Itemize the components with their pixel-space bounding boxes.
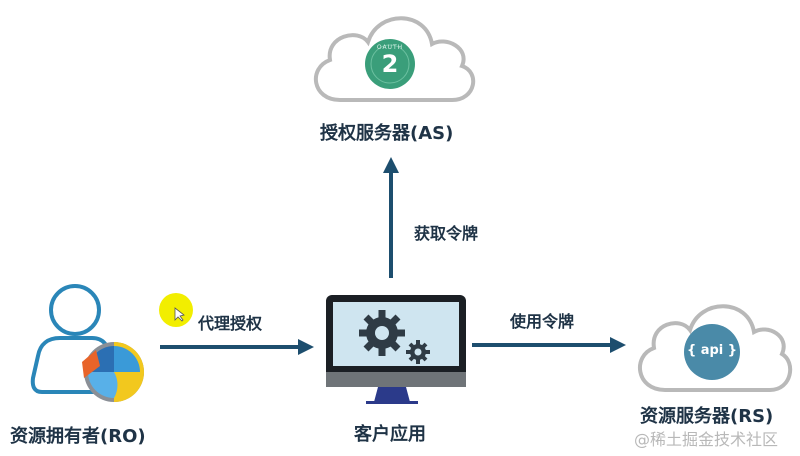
oauth-badge-top-text: OAUTH bbox=[376, 44, 404, 51]
api-badge-icon bbox=[684, 324, 740, 380]
api-badge-text: { api } bbox=[686, 343, 738, 358]
gears-icon bbox=[359, 310, 430, 364]
browser-icon bbox=[82, 342, 144, 402]
resource-owner-label: 资源拥有者(RO) bbox=[10, 426, 146, 447]
person-icon bbox=[30, 284, 119, 394]
mouse-pointer-icon bbox=[174, 307, 185, 322]
resource-server-label: 资源服务器(RS) bbox=[640, 406, 774, 427]
client-label: 客户应用 bbox=[354, 424, 426, 445]
watermark: @稀土掘金技术社区 bbox=[634, 430, 779, 449]
oauth-badge-number: 2 bbox=[381, 50, 399, 78]
get-token-label: 获取令牌 bbox=[414, 224, 479, 243]
auth-server-label: 授权服务器(AS) bbox=[320, 123, 454, 144]
delegate-auth-label: 代理授权 bbox=[198, 314, 263, 333]
oauth2-badge-icon bbox=[365, 39, 415, 89]
use-token-label: 使用令牌 bbox=[510, 312, 575, 331]
